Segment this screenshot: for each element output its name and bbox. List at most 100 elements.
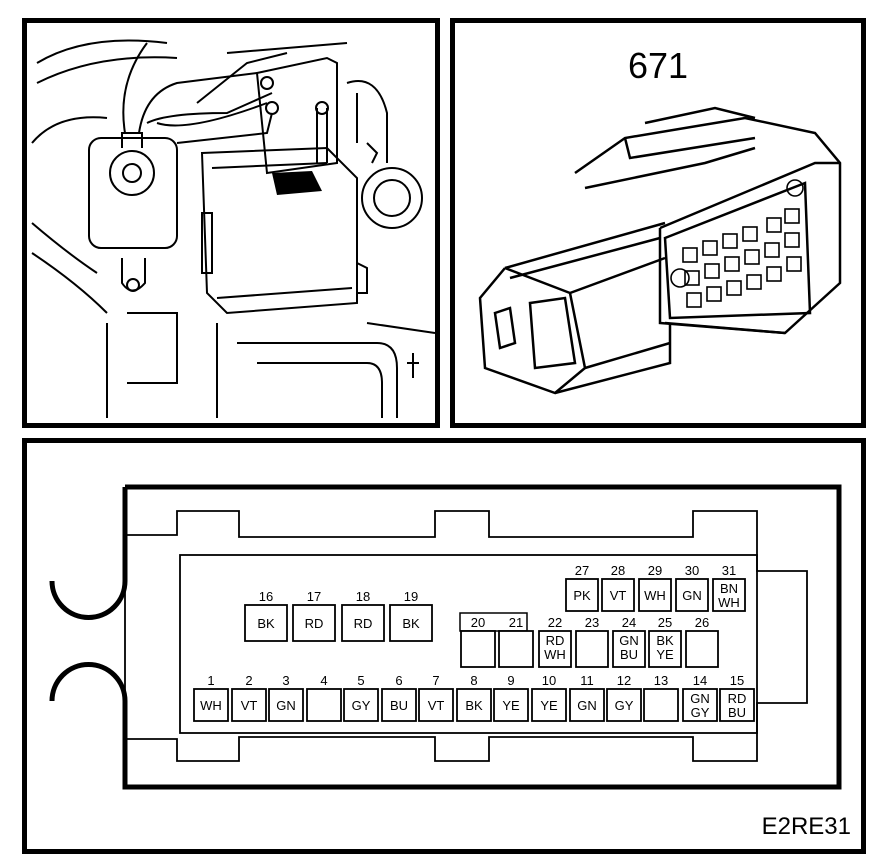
pin-number-8: 8	[470, 673, 477, 688]
pin-number-1: 1	[207, 673, 214, 688]
pin-number-9: 9	[507, 673, 514, 688]
pin-color-19: BK	[402, 616, 420, 631]
pin-cavity-10	[531, 688, 567, 722]
pin-number-21: 21	[509, 615, 523, 630]
pin-color-14-1: GN	[690, 691, 710, 706]
pin-cavity-22	[538, 630, 572, 668]
pin-color-28: VT	[610, 588, 627, 603]
pin-color-27: PK	[573, 588, 591, 603]
connector-number: 671	[627, 45, 689, 86]
pin-cavity-5	[343, 688, 379, 722]
pin-cavity-2	[231, 688, 267, 722]
figure-code: E2RE31	[761, 813, 851, 840]
pin-number-6: 6	[395, 673, 402, 688]
pin-color-24-1: GN	[619, 633, 639, 648]
pin-number-16: 16	[259, 589, 273, 604]
pin-color-31-1: BN	[720, 581, 738, 596]
pin-number-5: 5	[357, 673, 364, 688]
pin-color-22-1: RD	[546, 633, 565, 648]
pin-cavity-11	[569, 688, 605, 722]
engine-bay-illustration	[22, 18, 440, 428]
pin-cavity-25	[648, 630, 682, 668]
pin-cavity-28	[601, 578, 635, 612]
pin-cavity-4	[306, 688, 342, 722]
pin-number-30: 30	[685, 563, 699, 578]
pin-color-16: BK	[257, 616, 275, 631]
pin-number-25: 25	[658, 615, 672, 630]
pin-color-25-1: BK	[656, 633, 674, 648]
pin-color-1: WH	[200, 698, 222, 713]
connector-drawing	[478, 106, 842, 395]
pin-cavity-14	[682, 688, 718, 722]
pin-color-15-1: RD	[728, 691, 747, 706]
pin-number-4: 4	[320, 673, 327, 688]
pin-color-29: WH	[644, 588, 666, 603]
pin-cavity-8	[456, 688, 492, 722]
pin-number-2: 2	[245, 673, 252, 688]
pin-cavity-12	[606, 688, 642, 722]
pin-cavity-7	[418, 688, 454, 722]
pin-number-27: 27	[575, 563, 589, 578]
pin-cavity-24	[612, 630, 646, 668]
pin-number-7: 7	[432, 673, 439, 688]
pin-color-2: VT	[241, 698, 258, 713]
pin-number-11: 11	[580, 673, 594, 688]
pin-color-10: YE	[540, 698, 558, 713]
pin-cavity-30	[675, 578, 709, 612]
pin-cavity-1	[193, 688, 229, 722]
pin-number-28: 28	[611, 563, 625, 578]
pin-cavity-21	[498, 630, 534, 668]
pin-cavity-9	[493, 688, 529, 722]
pin-number-31: 31	[722, 563, 736, 578]
pin-cavity-17	[292, 604, 336, 642]
pin-color-3: GN	[276, 698, 296, 713]
pin-color-5: GY	[352, 698, 371, 713]
pin-number-12: 12	[617, 673, 631, 688]
pin-color-25-2: YE	[656, 647, 674, 662]
engine-bay-drawing	[31, 39, 435, 418]
pin-number-19: 19	[404, 589, 418, 604]
pin-cavity-15	[719, 688, 755, 722]
pin-number-3: 3	[282, 673, 289, 688]
pin-field	[179, 554, 758, 734]
pin-number-26: 26	[695, 615, 709, 630]
pin-number-15: 15	[730, 673, 744, 688]
pin-color-12: GY	[615, 698, 634, 713]
connector-illustration: 671	[450, 18, 866, 428]
pin-number-20: 20	[471, 615, 485, 630]
pin-color-6: BU	[390, 698, 408, 713]
pin-number-24: 24	[622, 615, 636, 630]
pin-color-30: GN	[682, 588, 702, 603]
pin-cavity-20	[460, 630, 496, 668]
pin-color-8: BK	[465, 698, 483, 713]
pin-number-10: 10	[542, 673, 556, 688]
pin-cavity-3	[268, 688, 304, 722]
pin-cavity-23	[575, 630, 609, 668]
pin-color-14-2: GY	[691, 705, 710, 720]
pin-cavity-13	[643, 688, 679, 722]
pin-cavity-19	[389, 604, 433, 642]
pin-cavity-27	[565, 578, 599, 612]
pin-color-11: GN	[577, 698, 597, 713]
pin-cavity-26	[685, 630, 719, 668]
pin-number-23: 23	[585, 615, 599, 630]
connector-outline	[49, 484, 842, 790]
pin-number-14: 14	[693, 673, 707, 688]
pin-color-9: YE	[502, 698, 520, 713]
pin-color-18: RD	[354, 616, 373, 631]
pin-cavity-16	[244, 604, 288, 642]
pin-number-22: 22	[548, 615, 562, 630]
pin-color-7: VT	[428, 698, 445, 713]
pin-cavity-6	[381, 688, 417, 722]
pin-color-22-2: WH	[544, 647, 566, 662]
pin-number-17: 17	[307, 589, 321, 604]
connector-inner-outline	[124, 510, 808, 762]
pin-number-18: 18	[356, 589, 370, 604]
pin-color-31-2: WH	[718, 595, 740, 610]
pin-color-15-2: BU	[728, 705, 746, 720]
pin-color-17: RD	[305, 616, 324, 631]
pin-cavity-18	[341, 604, 385, 642]
pin-number-13: 13	[654, 673, 668, 688]
